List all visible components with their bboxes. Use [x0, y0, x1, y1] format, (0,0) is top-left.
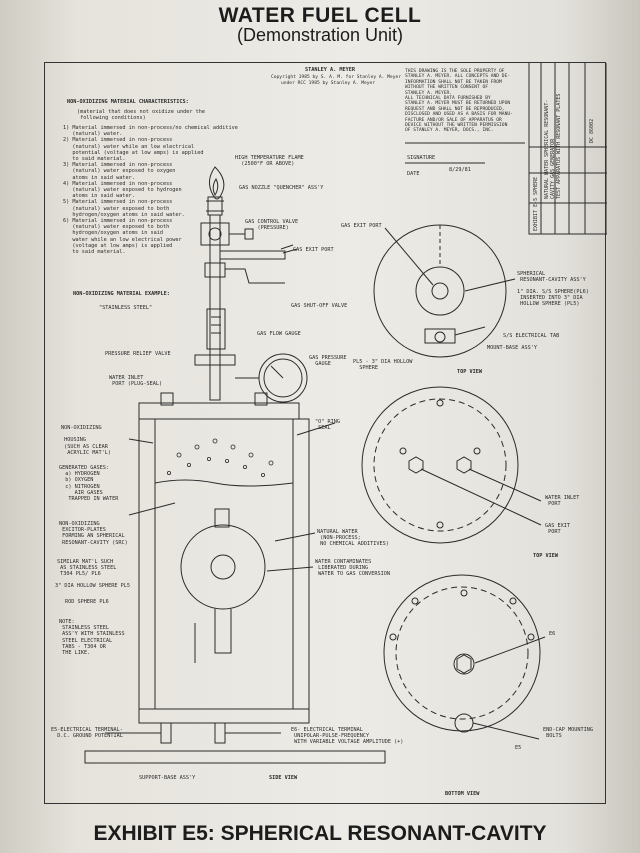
label-r-e6: E6 — [549, 631, 556, 637]
label-r-tab: S/S ELECTRICAL TAB — [503, 333, 560, 339]
label-flame: HIGH TEMPERATURE FLAME (2500°F OR ABOVE) — [235, 155, 304, 168]
label-e5-terminal: E5-ELECTRICAL TERMINAL- D.C. GROUND POTE… — [51, 727, 123, 740]
title-block-dwg-no: DC 86002 — [589, 118, 595, 143]
label-housing: NON-OXIDIZING HOUSING (SUCH AS CLEAR ACR… — [61, 425, 111, 456]
top-view-sphere-mid — [415, 266, 465, 316]
housing — [138, 418, 310, 710]
material-example: "STAINLESS STEEL" — [99, 305, 153, 311]
technical-drawing — [84, 63, 607, 764]
label-control: GAS CONTROL VALVE (PRESSURE) — [245, 219, 299, 232]
label-plates: NON-OXIDIZING EXCITOR-PLATES FORMING AN … — [59, 521, 128, 546]
label-gases: GENERATED GASES: a) HYDROGEN b) OXYGEN c… — [59, 465, 119, 503]
label-oring: "O" RING SEAL — [315, 419, 340, 432]
top-view-housing — [361, 386, 519, 544]
title-block-exhibit: EXHIBIT E-5 SPHERE — [533, 176, 539, 231]
gas-flow-gauge — [206, 308, 226, 350]
label-note: NOTE: STAINLESS STEEL ASS'Y WITH STAINLE… — [59, 619, 125, 657]
material-sub: (material that does not oxidize under th… — [77, 109, 206, 122]
label-r-src: SPHERICAL RESONANT-CAVITY ASS'Y — [517, 271, 586, 284]
label-exit-port: GAS EXIT PORT — [293, 247, 334, 253]
label-contaminates: WATER CONTAMINATES LIBERATED DURING WATE… — [315, 559, 390, 578]
outer-sphere-pl5 — [180, 524, 266, 610]
housing-bottom-cap — [138, 708, 310, 724]
material-example-heading: NON-OXIDIZING MATERIAL EXAMPLE: — [73, 291, 170, 297]
drawing-sheet: STANLEY A. MEYER Copyright 1985 by S. A.… — [44, 62, 607, 804]
label-relief: PRESSURE RELIEF VALVE — [105, 351, 171, 357]
date-value: 8/29/81 — [449, 167, 471, 173]
pressure-relief-valve — [194, 354, 236, 366]
gas-exit-pipe — [220, 250, 286, 260]
gas-exit-port-hex — [408, 456, 424, 474]
label-nozzle: GAS NOZZLE "QUENCHER" ASS'Y — [239, 185, 324, 191]
label-inlet: WATER INLET PORT (PLUG-SEAL) — [109, 375, 163, 388]
label-r-inlet: WATER INLET PORT — [545, 495, 580, 508]
notice-text: THIS DRAWING IS THE SOLE PROPERTY OF STA… — [405, 69, 513, 134]
label-pl6: ROD SPHERE PL6 — [65, 599, 109, 605]
title-block-desc: NATURAL WATER SPHERICAL RESONANT- CAVITY… — [544, 93, 562, 199]
date-label: DATE — [407, 171, 420, 177]
label-shutoff: GAS SHUT-OFF VALVE — [291, 303, 348, 309]
label-r-top-view-2: TOP VIEW — [533, 553, 558, 559]
label-e6-terminal: E6- ELECTRICAL TERMINAL UNIPOLAR-PULSE-F… — [291, 727, 404, 746]
label-r-mount: MOUNT-BASE ASS'Y — [487, 345, 537, 351]
label-r-bottom-view: BOTTOM VIEW — [445, 791, 480, 797]
title-block-frame — [528, 63, 607, 235]
flame-shape — [209, 166, 225, 200]
author-copyright-2: under RCC 1985 by Stanley A. Meyer — [281, 81, 376, 86]
label-r-e5: E5 — [515, 745, 522, 751]
page-title: WATER FUEL CELL — [218, 4, 422, 27]
label-similar: SIMILAR MAT'L SUCH AS STAINLESS STEEL T3… — [57, 559, 117, 578]
bottom-view-housing — [383, 574, 541, 732]
label-r-pl5: PL5 - 3" DIA HOLLOW SPHERE — [353, 359, 413, 372]
label-r-top-view-1: TOP VIEW — [457, 369, 482, 375]
label-water: NATURAL WATER (NON-PROCESS; NO CHEMICAL … — [317, 529, 389, 548]
label-r-bolts: END-CAP MOUNTING BOLTS — [543, 727, 593, 740]
label-r-sphere: 1" DIA. S/S SPHERE(PL6) INSERTED INTO 3"… — [517, 289, 589, 308]
top-view-sphere-outer — [373, 224, 507, 358]
label-side-view: SIDE VIEW — [269, 775, 298, 781]
label-support-base: SUPPORT-BASE ASS'Y — [139, 775, 196, 781]
material-items: 1) Material immersed in non-process/no c… — [63, 125, 238, 256]
signature-label: SIGNATURE — [407, 155, 436, 161]
label-flow: GAS FLOW GAUGE — [257, 331, 301, 337]
exhibit-caption: EXHIBIT E5: SPHERICAL RESONANT-CAVITY — [93, 822, 547, 845]
water-inlet-port-hex — [456, 456, 472, 474]
material-heading: NON-OXIDIZING MATERIAL CHARACTERISTICS: — [67, 99, 189, 105]
label-r-exit-port: GAS EXIT PORT — [341, 223, 382, 229]
label-pressure: GAS PRESSURE GAUGE — [309, 355, 347, 368]
author-copyright-1: Copyright 1985 by S. A. M. for Stanley A… — [271, 75, 401, 80]
label-pl5: 3" DIA HOLLOW SPHERE PL5 — [55, 583, 130, 589]
inner-sphere-pl6 — [210, 554, 236, 580]
label-r-exit: GAS EXIT PORT — [545, 523, 570, 536]
gas-pipe — [209, 214, 221, 401]
author-name: STANLEY A. MEYER — [305, 67, 355, 73]
support-base — [84, 750, 386, 764]
page-subtitle: (Demonstration Unit) — [236, 25, 404, 45]
